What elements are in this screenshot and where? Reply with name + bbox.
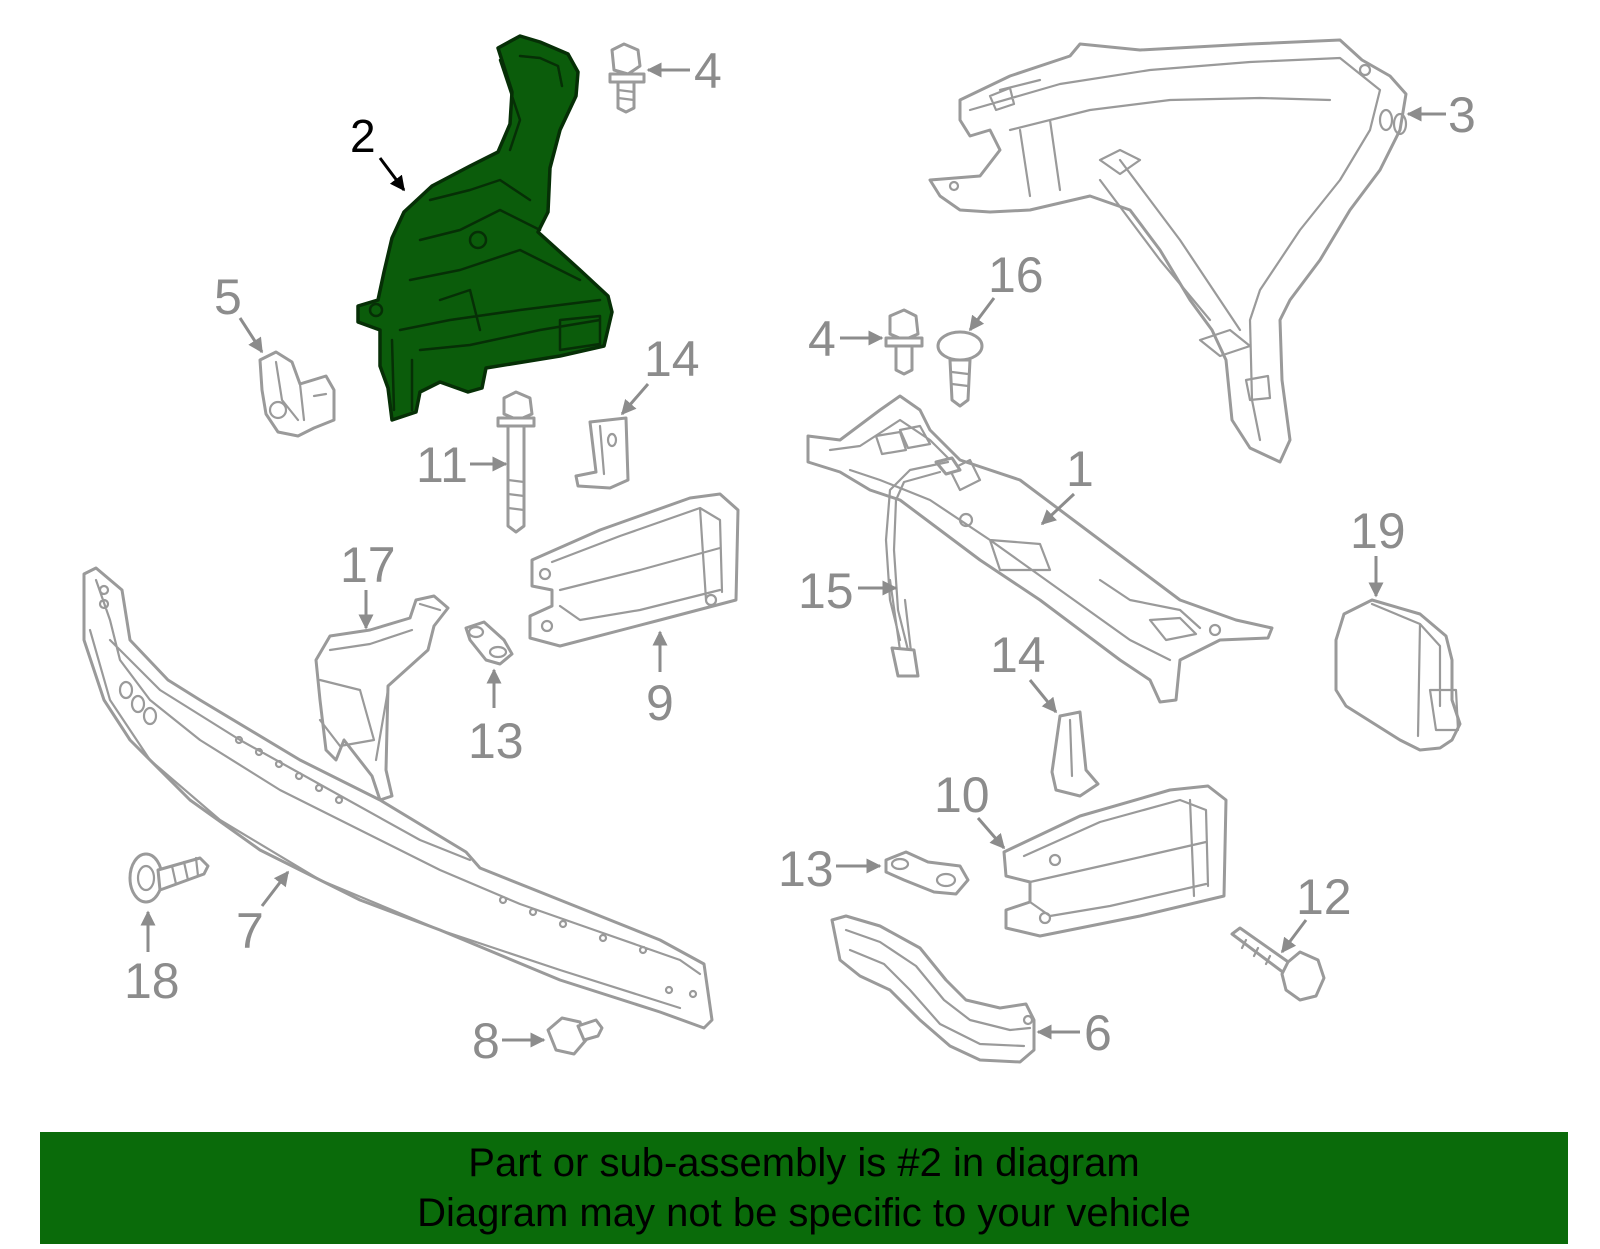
part-13-washer-lower[interactable]: [884, 850, 970, 896]
part-5-bracket[interactable]: [258, 350, 336, 438]
banner-line-2: Diagram may not be specific to your vehi…: [417, 1191, 1191, 1235]
callout-17: 17: [340, 537, 396, 630]
svg-text:9: 9: [646, 675, 674, 731]
parts-diagram: 2 4 3 5 16 4 14 11 1 19 17 15: [82, 34, 1476, 1069]
svg-text:14: 14: [644, 331, 700, 387]
svg-text:10: 10: [934, 767, 990, 823]
svg-text:13: 13: [778, 841, 834, 897]
callout-3: 3: [1406, 87, 1476, 143]
callout-11: 11: [416, 437, 508, 493]
callout-10: 10: [934, 767, 1006, 850]
svg-text:19: 19: [1350, 503, 1406, 559]
callout-13-lower: 13: [778, 841, 882, 897]
part-11-long-bolt[interactable]: [496, 390, 536, 534]
part-10-rail-lower[interactable]: [1002, 784, 1228, 938]
part-19-module[interactable]: [1334, 598, 1462, 752]
svg-text:4: 4: [694, 43, 722, 99]
svg-text:5: 5: [214, 269, 242, 325]
part-4-bolt-upper[interactable]: [608, 42, 646, 114]
part-7-bumper-beam[interactable]: [82, 566, 714, 1030]
callout-4-lower: 4: [808, 311, 884, 367]
callout-9: 9: [646, 630, 674, 731]
part-18-flange-bolt[interactable]: [128, 852, 210, 904]
part-17-bracket[interactable]: [314, 594, 450, 802]
part-6-brace[interactable]: [830, 914, 1036, 1064]
callout-14-upper: 14: [620, 331, 700, 416]
part-14-bracket-lower[interactable]: [1050, 710, 1100, 798]
callout-2: 2: [350, 110, 406, 192]
part-14-bracket-upper[interactable]: [574, 416, 630, 490]
part-12-bolt[interactable]: [1230, 926, 1326, 1002]
part-13-washer-upper[interactable]: [464, 620, 514, 666]
part-2-highlighted-bracket[interactable]: [356, 34, 614, 422]
svg-text:2: 2: [350, 110, 376, 162]
callout-6: 6: [1036, 1005, 1112, 1061]
banner-line-1: Part or sub-assembly is #2 in diagram: [468, 1141, 1140, 1185]
svg-text:4: 4: [808, 311, 836, 367]
svg-text:14: 14: [990, 627, 1046, 683]
svg-text:1: 1: [1066, 441, 1094, 497]
svg-text:11: 11: [416, 437, 468, 493]
callout-19: 19: [1350, 503, 1406, 598]
callout-18: 18: [124, 910, 180, 1009]
svg-text:18: 18: [124, 953, 180, 1009]
svg-text:6: 6: [1084, 1005, 1112, 1061]
part-1-crossmember[interactable]: [806, 394, 1274, 704]
part-9-rail-upper[interactable]: [528, 492, 740, 648]
callout-4-upper: 4: [646, 43, 722, 99]
part-3-upper-frame[interactable]: [928, 38, 1408, 464]
callout-7: 7: [236, 870, 290, 959]
svg-text:13: 13: [468, 713, 524, 769]
callout-14-lower: 14: [990, 627, 1058, 714]
callout-16: 16: [968, 247, 1044, 332]
svg-text:17: 17: [340, 537, 396, 593]
svg-text:16: 16: [988, 247, 1044, 303]
svg-text:7: 7: [236, 903, 264, 959]
svg-text:15: 15: [798, 563, 854, 619]
svg-text:3: 3: [1448, 87, 1476, 143]
part-15-support-rod[interactable]: [884, 456, 962, 678]
callout-13-upper: 13: [468, 668, 524, 769]
svg-text:12: 12: [1296, 869, 1352, 925]
callout-8: 8: [472, 1013, 546, 1069]
callout-12: 12: [1280, 869, 1352, 954]
callout-1: 1: [1040, 441, 1094, 526]
part-4-bolt-lower[interactable]: [884, 308, 924, 376]
callout-15: 15: [798, 563, 898, 619]
part-8-bolt[interactable]: [546, 1016, 604, 1056]
info-banner: Part or sub-assembly is #2 in diagram Di…: [40, 1132, 1568, 1244]
svg-text:8: 8: [472, 1013, 500, 1069]
callout-5: 5: [214, 269, 264, 354]
part-16-push-pin[interactable]: [936, 330, 984, 408]
